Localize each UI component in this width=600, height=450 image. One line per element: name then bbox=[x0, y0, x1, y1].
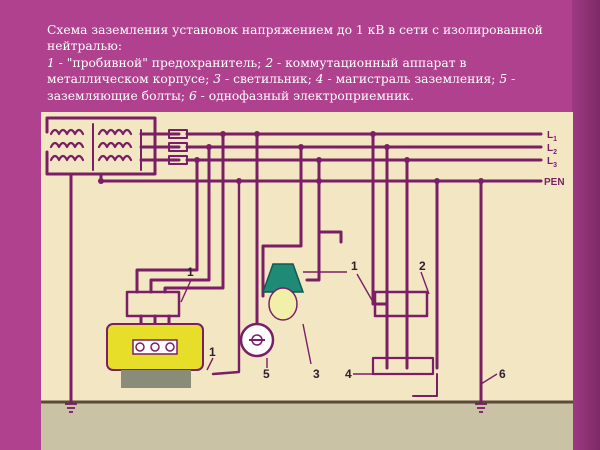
ground-socket bbox=[239, 322, 275, 358]
legend-text-4: - магистраль заземления; bbox=[323, 72, 500, 87]
electric-receiver bbox=[106, 323, 204, 388]
legend-text-2: - коммутационный аппарат в металлическом… bbox=[47, 55, 467, 87]
callout-fuse-right: 1 bbox=[351, 259, 358, 273]
legend-text-3: - светильник; bbox=[221, 72, 316, 87]
right-edge-band bbox=[572, 0, 600, 450]
legend-num-5: 5 bbox=[499, 72, 508, 87]
callout-receiver: 6 bbox=[499, 367, 506, 381]
legend-num-6: 6 bbox=[188, 88, 197, 103]
transformer bbox=[45, 116, 181, 176]
ground-symbol-left bbox=[65, 403, 77, 413]
switch-feeders bbox=[371, 132, 439, 370]
callout-switch: 2 bbox=[419, 259, 426, 273]
caption-title: Схема заземления установок напряжением д… bbox=[47, 23, 543, 54]
ground-symbols bbox=[65, 403, 487, 413]
legend-num-3: 3 bbox=[213, 72, 222, 87]
callout-bolt: 5 bbox=[263, 367, 270, 381]
legend-text-5: - заземляющие болты; bbox=[47, 72, 516, 103]
label-bus-l1: L1 bbox=[547, 130, 557, 143]
motor-feeders bbox=[135, 132, 241, 376]
callout-fuse-left: 1 bbox=[187, 265, 194, 279]
breakdown-fuse-box bbox=[125, 290, 181, 318]
ground-bolt-strip bbox=[371, 356, 435, 376]
ground-symbol-right bbox=[475, 403, 487, 413]
switch-device bbox=[373, 290, 429, 318]
callout-ground-bus: 4 bbox=[345, 367, 352, 381]
junction-dots bbox=[98, 131, 484, 184]
legend-num-4: 4 bbox=[315, 72, 324, 87]
label-bus-pen: PEN bbox=[544, 177, 565, 188]
callout-fuse-bottom: 1 bbox=[209, 345, 216, 359]
label-bus-l3: L3 bbox=[547, 156, 557, 169]
legend-num-1: 1 bbox=[47, 55, 55, 70]
lamp-feed-loop bbox=[261, 145, 303, 298]
callout-leaders bbox=[180, 271, 498, 385]
grounding-diagram: L1 L2 L3 PEN 1 1 1 2 3 4 5 6 bbox=[41, 112, 573, 450]
grounding-diagram-svg: L1 L2 L3 PEN 1 1 1 2 3 4 5 6 bbox=[41, 112, 573, 450]
legend-text-1: - "пробивной" предохранитель; bbox=[54, 55, 266, 70]
lamp-fixture bbox=[261, 263, 305, 321]
label-bus-l2: L2 bbox=[547, 143, 557, 156]
diagram-caption: Схема заземления установок напряжением д… bbox=[47, 22, 567, 104]
lamp-ground-feed bbox=[317, 179, 343, 244]
legend-num-2: 2 bbox=[265, 55, 274, 70]
legend-text-6: - однофазный электроприемник. bbox=[196, 88, 414, 103]
floor bbox=[41, 400, 573, 450]
callout-lamp: 3 bbox=[313, 367, 320, 381]
